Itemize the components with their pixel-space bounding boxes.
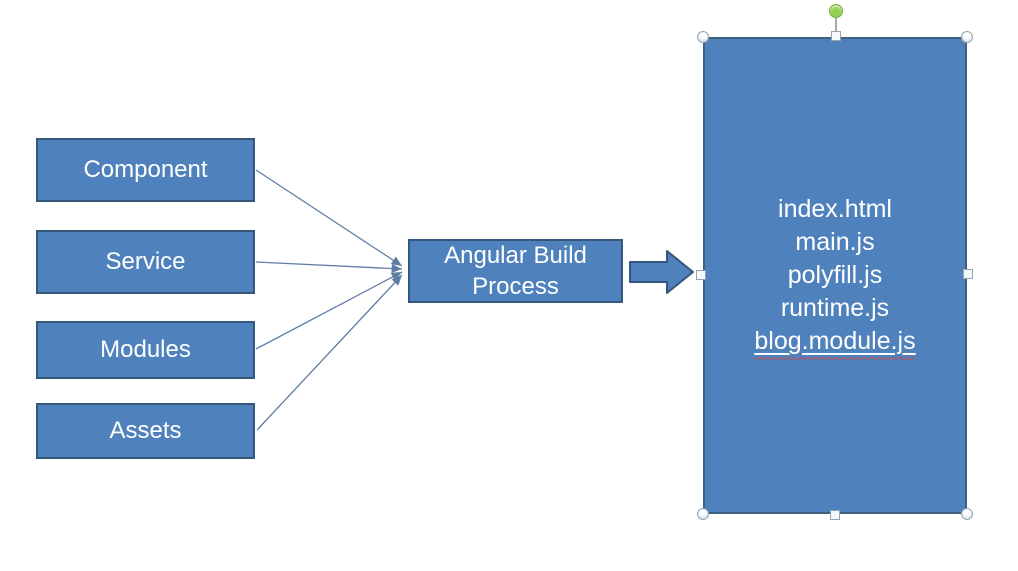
connector-service-to-build[interactable] — [255, 261, 403, 274]
resize-handle-top-right[interactable] — [961, 31, 973, 43]
shape-modules-label: Modules — [100, 336, 191, 363]
output-file-runtime-js: runtime.js — [780, 294, 890, 322]
output-file-blog-module-js: blog.module.js — [754, 325, 915, 358]
output-file-main-js: main.js — [795, 228, 875, 256]
resize-handle-top[interactable] — [831, 31, 841, 41]
shape-angular-build-process[interactable]: Angular Build Process — [408, 239, 623, 303]
shape-service-label: Service — [105, 248, 186, 275]
connector-component-to-build[interactable] — [255, 169, 403, 267]
rotation-handle[interactable] — [829, 4, 843, 18]
connector-assets-to-build[interactable] — [256, 274, 403, 431]
output-file-index-html: index.html — [778, 195, 892, 223]
shape-assets-label: Assets — [109, 417, 182, 444]
connector-modules-to-build[interactable] — [255, 271, 403, 350]
resize-handle-right[interactable] — [963, 269, 973, 279]
shape-assets[interactable]: Assets — [36, 403, 255, 459]
shape-service[interactable]: Service — [36, 230, 255, 294]
build-process-label-line1: Angular Build — [444, 242, 587, 269]
shape-component-label: Component — [83, 156, 208, 183]
resize-handle-bottom-right[interactable] — [961, 508, 973, 520]
shape-modules[interactable]: Modules — [36, 321, 255, 379]
shape-component[interactable]: Component — [36, 138, 255, 202]
resize-handle-bottom-left[interactable] — [697, 508, 709, 520]
block-arrow-build-to-output[interactable] — [629, 250, 694, 294]
resize-handle-bottom[interactable] — [830, 510, 840, 520]
shape-output-files[interactable]: index.html main.js polyfill.js runtime.j… — [703, 37, 967, 514]
resize-handle-top-left[interactable] — [697, 31, 709, 43]
build-process-label-line2: Process — [472, 273, 559, 300]
resize-handle-left[interactable] — [696, 270, 706, 280]
spellcheck-underlined-text: blog.module.js — [754, 327, 916, 355]
underlined-text: blog.module.js — [754, 327, 915, 355]
rotation-handle-stem — [835, 18, 837, 31]
output-file-polyfill-js: polyfill.js — [787, 261, 883, 289]
